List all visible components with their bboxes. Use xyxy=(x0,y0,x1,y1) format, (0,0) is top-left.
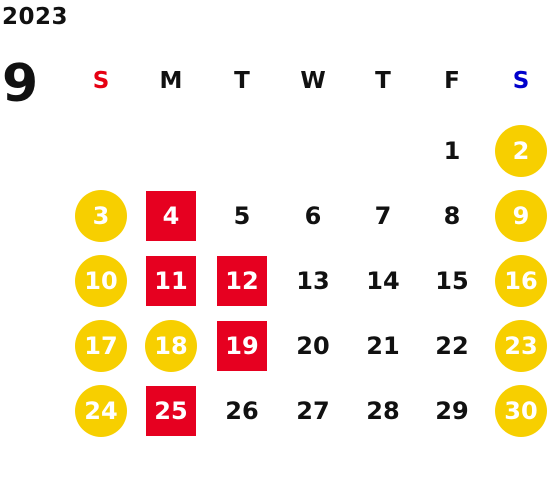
calendar-day-number: 5 xyxy=(233,202,251,230)
weekday-header: T xyxy=(234,68,250,94)
calendar-day-number: 1 xyxy=(443,137,461,165)
calendar-day: 11 xyxy=(141,256,201,306)
calendar-day: 23 xyxy=(491,321,548,371)
calendar-day: 1 xyxy=(422,126,482,176)
calendar-day-number: 10 xyxy=(84,267,118,295)
calendar-day-number: 27 xyxy=(296,397,330,425)
month-number: 9 xyxy=(2,54,39,114)
calendar-day: 12 xyxy=(212,256,272,306)
calendar-day: 27 xyxy=(283,386,343,436)
calendar-day: 16 xyxy=(491,256,548,306)
weekday-header: F xyxy=(444,68,460,94)
calendar-day-number: 24 xyxy=(84,397,118,425)
calendar-day: 6 xyxy=(283,191,343,241)
calendar-day: 18 xyxy=(141,321,201,371)
calendar-day: 5 xyxy=(212,191,272,241)
calendar-day: 21 xyxy=(353,321,413,371)
calendar-day-number: 9 xyxy=(512,202,530,230)
calendar-day-number: 16 xyxy=(504,267,538,295)
calendar-day: 15 xyxy=(422,256,482,306)
calendar-day-number: 19 xyxy=(225,332,259,360)
calendar-day-number: 20 xyxy=(296,332,330,360)
weekday-header: S xyxy=(92,68,110,94)
calendar-day-number: 13 xyxy=(296,267,330,295)
calendar-day-number: 3 xyxy=(92,202,110,230)
calendar-day-number: 14 xyxy=(366,267,400,295)
calendar-day-number: 30 xyxy=(504,397,538,425)
calendar-day-number: 28 xyxy=(366,397,400,425)
calendar-day: 14 xyxy=(353,256,413,306)
calendar-day: 4 xyxy=(141,191,201,241)
calendar-day-number: 15 xyxy=(435,267,469,295)
calendar-day-number: 18 xyxy=(154,332,188,360)
calendar-day: 3 xyxy=(71,191,131,241)
weekday-header: T xyxy=(375,68,391,94)
calendar-day: 8 xyxy=(422,191,482,241)
calendar-day-number: 12 xyxy=(225,267,259,295)
calendar-day-number: 4 xyxy=(162,202,180,230)
calendar-day: 24 xyxy=(71,386,131,436)
calendar-day-number: 22 xyxy=(435,332,469,360)
calendar-day-number: 11 xyxy=(154,267,188,295)
weekday-header: W xyxy=(300,68,326,94)
calendar-day-number: 17 xyxy=(84,332,118,360)
calendar-day-number: 26 xyxy=(225,397,259,425)
calendar-day: 26 xyxy=(212,386,272,436)
calendar-day-number: 23 xyxy=(504,332,538,360)
calendar-day-number: 25 xyxy=(154,397,188,425)
calendar-day-number: 7 xyxy=(374,202,392,230)
calendar-day: 9 xyxy=(491,191,548,241)
calendar-day: 19 xyxy=(212,321,272,371)
calendar-day-number: 2 xyxy=(512,137,530,165)
calendar-day: 2 xyxy=(491,126,548,176)
calendar-day: 17 xyxy=(71,321,131,371)
weekday-header: M xyxy=(159,68,183,94)
calendar-day: 30 xyxy=(491,386,548,436)
calendar-day-number: 8 xyxy=(443,202,461,230)
calendar-day-number: 6 xyxy=(304,202,322,230)
calendar-day: 10 xyxy=(71,256,131,306)
calendar-day-number: 21 xyxy=(366,332,400,360)
calendar-day: 7 xyxy=(353,191,413,241)
calendar-day: 25 xyxy=(141,386,201,436)
year-label: 2023 xyxy=(2,4,69,30)
calendar-day: 20 xyxy=(283,321,343,371)
weekday-header: S xyxy=(512,68,530,94)
calendar-day: 28 xyxy=(353,386,413,436)
calendar-day: 13 xyxy=(283,256,343,306)
calendar-day: 29 xyxy=(422,386,482,436)
calendar-day-number: 29 xyxy=(435,397,469,425)
calendar-day: 22 xyxy=(422,321,482,371)
